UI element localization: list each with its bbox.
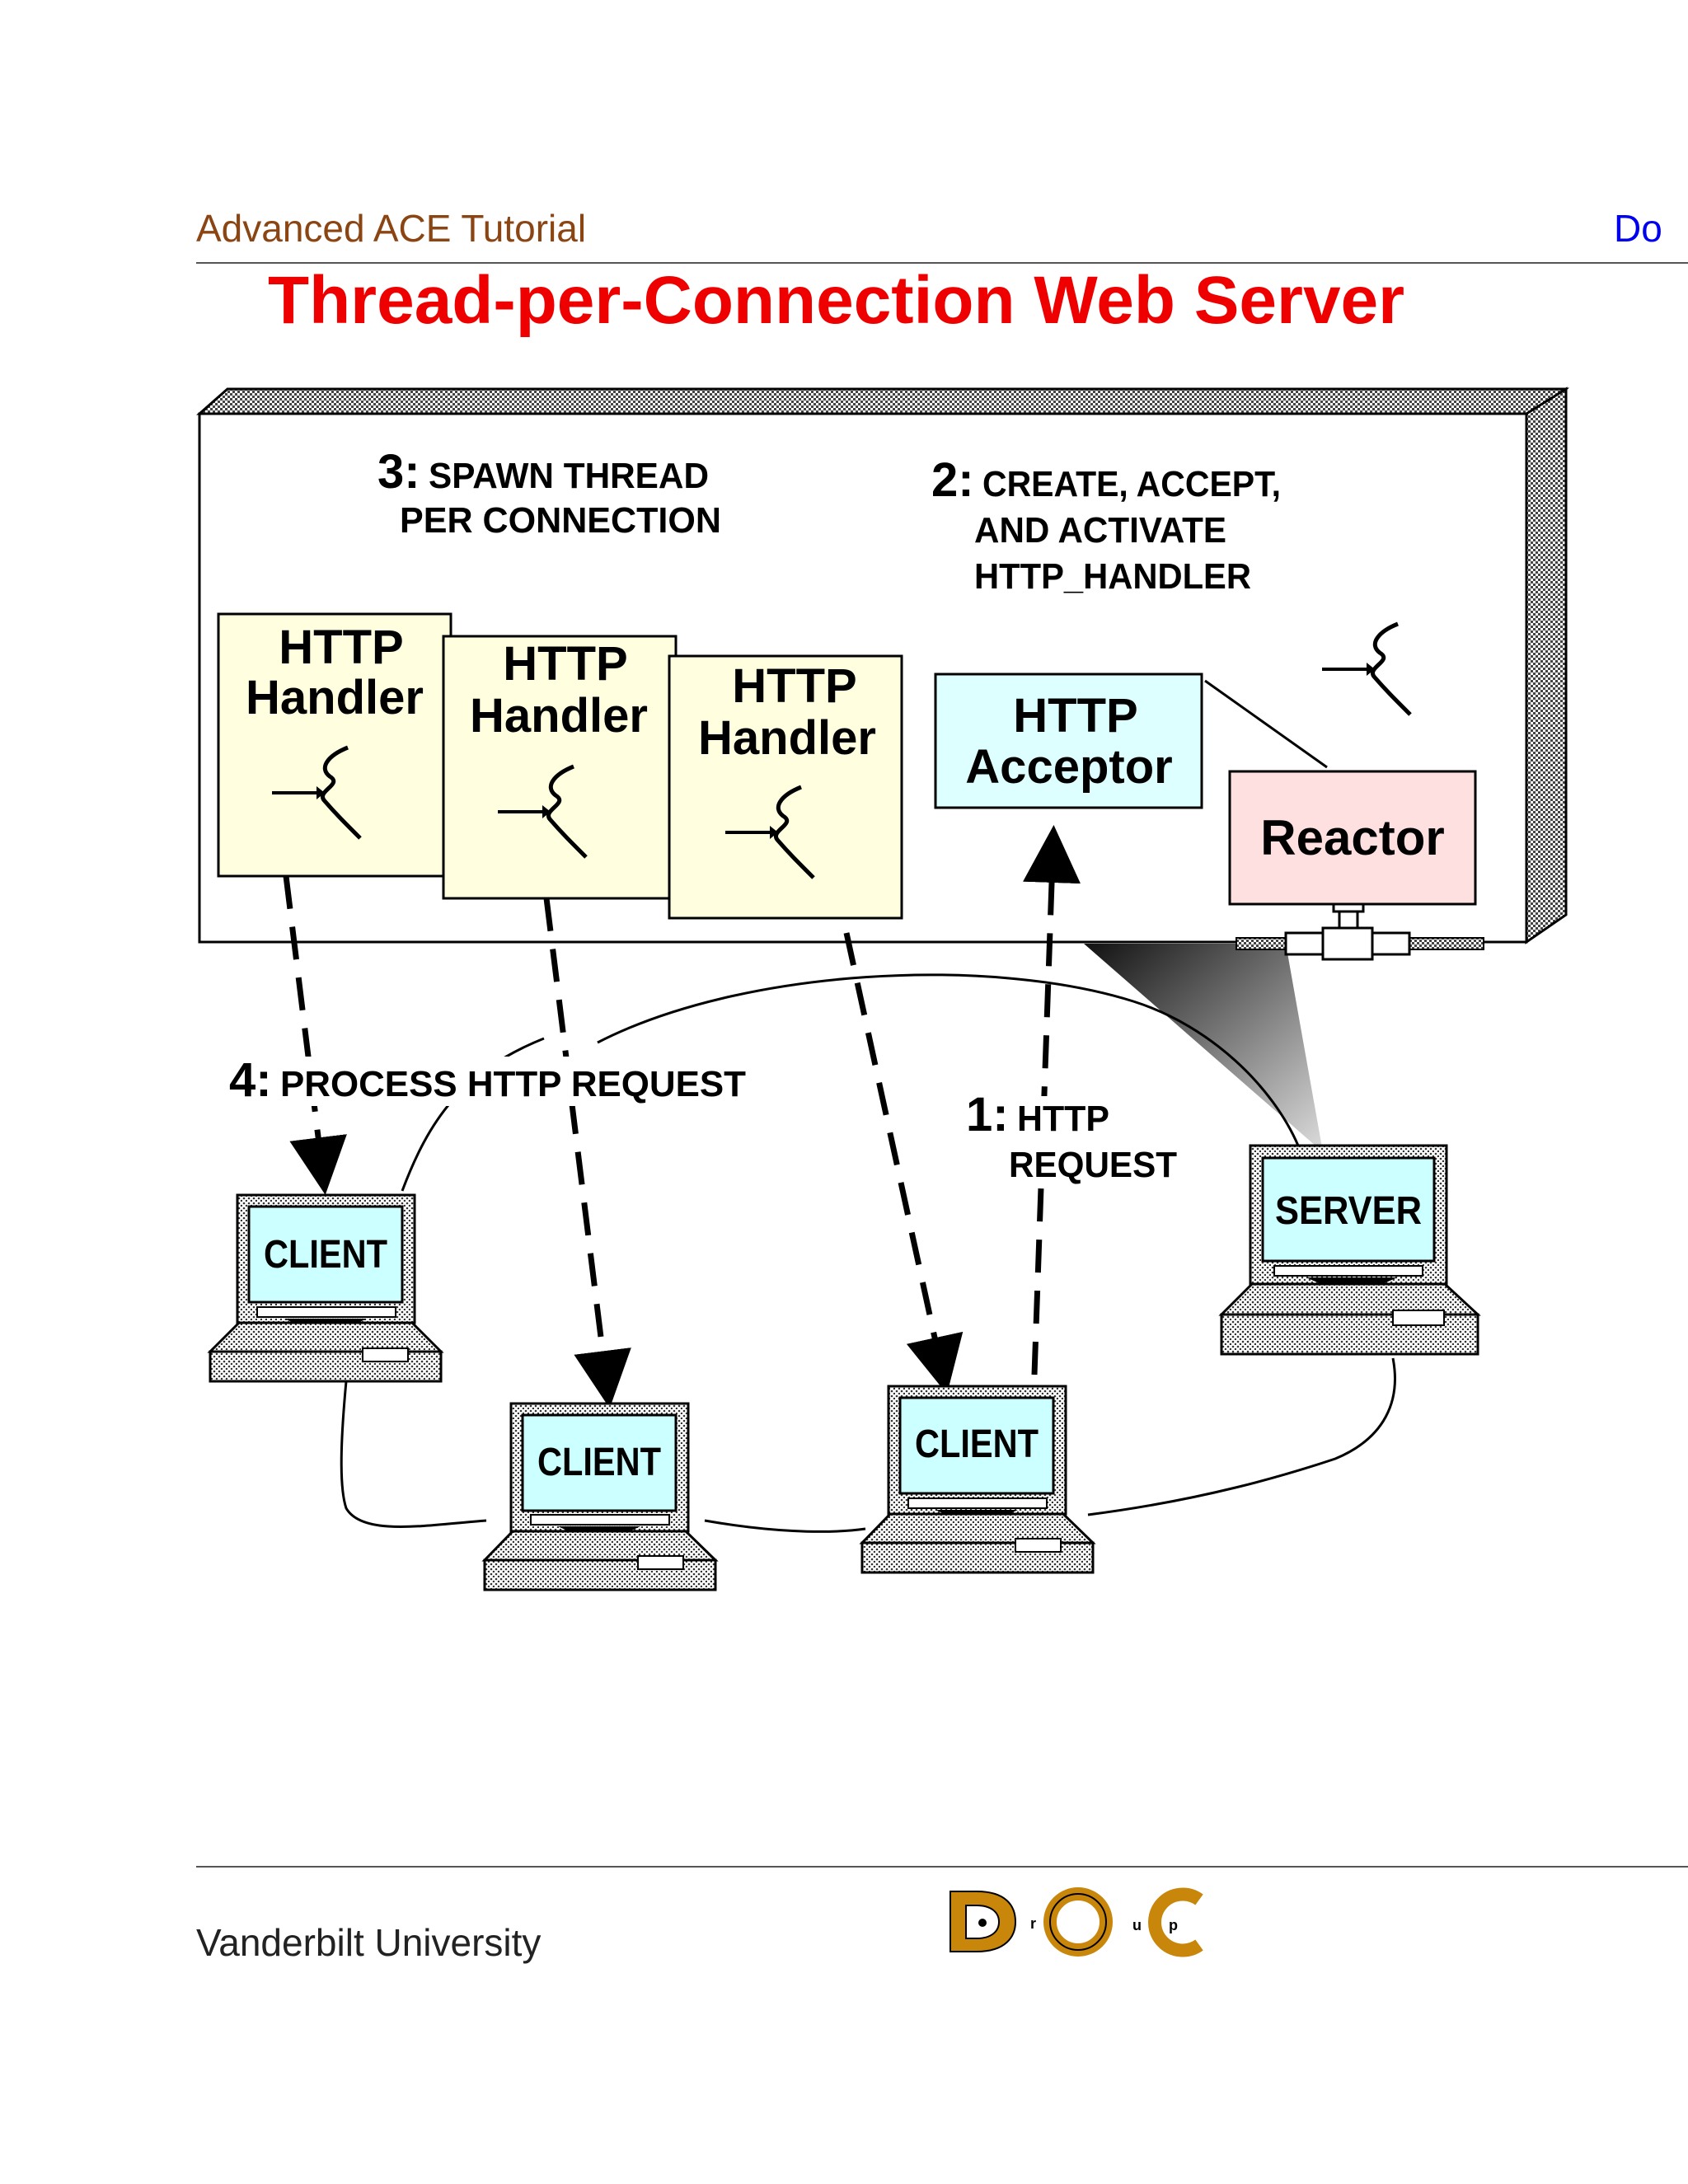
step1-number: 1: (966, 1088, 1009, 1141)
step3-number: 3: (377, 445, 420, 499)
server-label: SERVER (1275, 1189, 1422, 1233)
step2-number: 2: (931, 453, 974, 507)
header-left-title: Advanced ACE Tutorial (196, 207, 587, 250)
svg-text:p: p (1169, 1917, 1178, 1933)
server-projection-cone (1084, 944, 1323, 1152)
svg-text:u: u (1132, 1917, 1142, 1933)
slide-title: Thread-per-Connection Web Server (268, 263, 1405, 338)
acceptor-label-line2: Acceptor (965, 740, 1172, 794)
step4-label: PROCESS HTTP REQUEST (280, 1064, 746, 1104)
client2-label: CLIENT (537, 1441, 661, 1484)
handler1-label-line2: Handler (246, 671, 424, 724)
handler3-label-line1: HTTP (732, 659, 856, 713)
step2-label-line1: CREATE, ACCEPT, (982, 464, 1281, 504)
client-computer-1: CLIENT (207, 1193, 444, 1383)
acceptor-label-line1: HTTP (1013, 689, 1137, 743)
svg-text:r: r (1030, 1915, 1036, 1932)
acceptor-reactor-link (1204, 679, 1328, 769)
http-handler-2: HTTP Handler (442, 635, 678, 900)
step2-label-line3: HTTP_HANDLER (974, 556, 1251, 597)
header-right-link[interactable]: Do (1614, 207, 1662, 250)
step2-label-line2: AND ACTIVATE (974, 510, 1226, 551)
http-handler-1: HTTP Handler (217, 612, 452, 878)
step3-label-line1: SPAWN THREAD (429, 456, 709, 496)
server-computer: SERVER (1218, 1144, 1481, 1356)
client3-label: CLIENT (915, 1422, 1039, 1466)
step1-label-line2: REQUEST (1009, 1145, 1177, 1185)
footer-institution: Vanderbilt University (196, 1921, 542, 1964)
header-divider (196, 262, 1688, 264)
http-handler-3: HTTP Handler (668, 654, 903, 920)
process-request-arrows (283, 875, 964, 1408)
step1-label-line1: HTTP (1017, 1099, 1109, 1139)
client1-label: CLIENT (264, 1233, 387, 1277)
handler1-label-line1: HTTP (279, 621, 403, 674)
reactor: Reactor (1228, 770, 1477, 906)
handler3-label-line2: Handler (698, 711, 876, 765)
http-acceptor: HTTP Acceptor (934, 673, 1203, 809)
client-computer-2: CLIENT (481, 1402, 719, 1591)
network-connector-icon (1236, 902, 1484, 961)
client-computer-3: CLIENT (859, 1385, 1096, 1574)
footer-divider (196, 1866, 1688, 1868)
step4-number: 4: (229, 1053, 272, 1107)
reactor-label: Reactor (1260, 810, 1444, 865)
handler2-label-line1: HTTP (503, 637, 627, 691)
handler2-label-line2: Handler (470, 689, 648, 743)
doc-group-logo: r u p (950, 1887, 1203, 1957)
step3-label-line2: PER CONNECTION (400, 500, 721, 541)
